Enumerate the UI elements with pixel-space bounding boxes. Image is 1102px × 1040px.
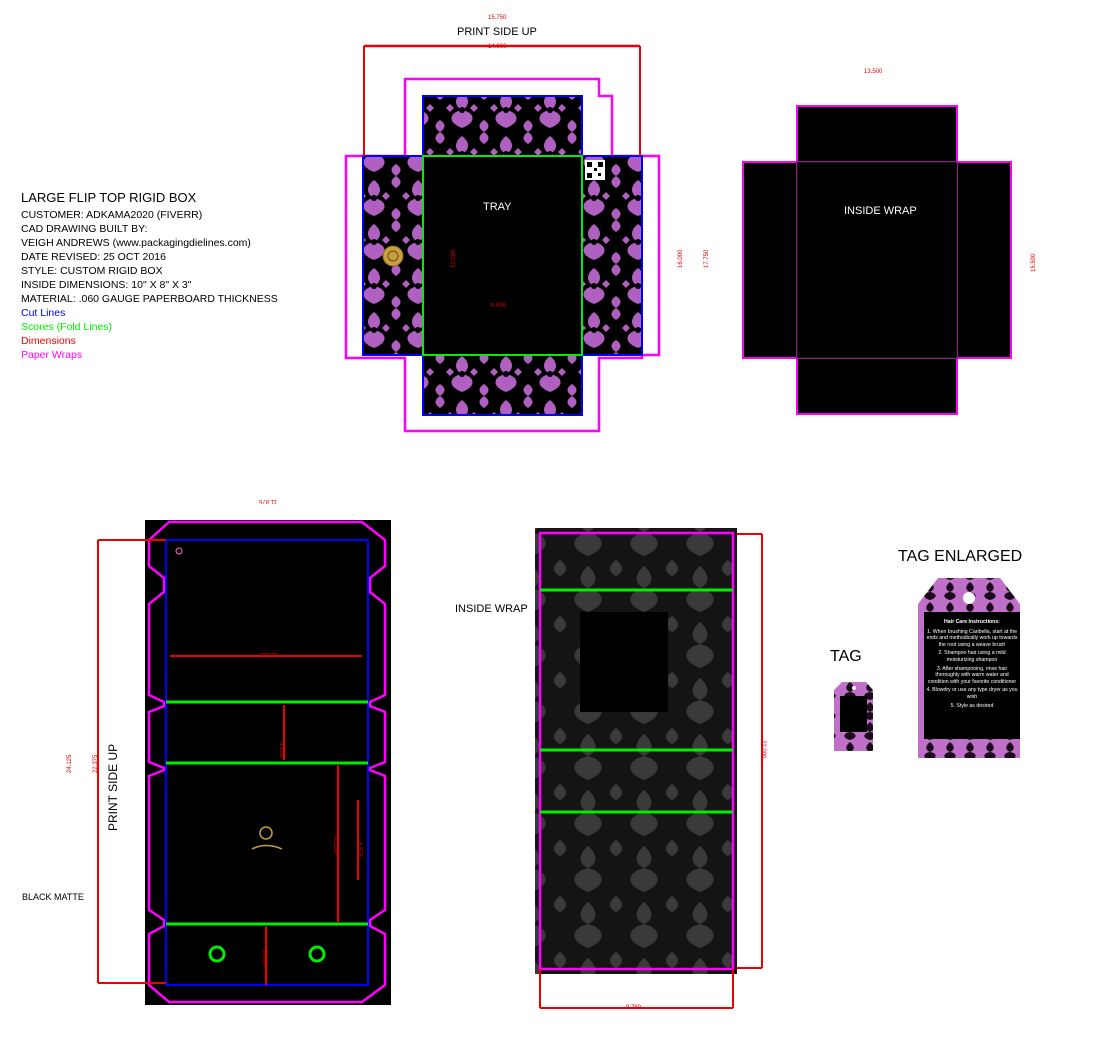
label-inside-wrap-top: INSIDE WRAP: [844, 205, 917, 217]
dim-tray-height-inner: 10.000: [451, 249, 457, 268]
drawing-title: LARGE FLIP TOP RIGID BOX: [21, 190, 197, 205]
dim-lid-flap: 3.125: [278, 742, 284, 758]
legend-dimensions: Dimensions: [21, 335, 76, 347]
gold-logo-icon: [251, 826, 283, 850]
legend-scores: Scores (Fold Lines): [21, 321, 113, 333]
about-text-box: [580, 612, 668, 712]
label-tag: TAG: [830, 648, 862, 665]
lid-dieline: [97, 520, 391, 1005]
dim-tray-height-a: 16.000: [678, 249, 684, 268]
dim-tray-outer-width: 15.750: [488, 15, 507, 21]
dim-lid-panel: 10.125: [332, 835, 338, 854]
wrap-top-flap: [796, 105, 958, 163]
legend-paper-wraps: Paper Wraps: [21, 349, 83, 361]
info-built-by: CAD DRAWING BUILT BY:: [21, 223, 148, 235]
magnet-circle-left: [208, 945, 226, 963]
info-dimensions: INSIDE DIMENSIONS: 10" X 8" X 3": [21, 279, 192, 291]
inside-wrap-bottom: [535, 528, 763, 1009]
dim-lid-side: 8.875: [356, 842, 362, 858]
tray-top-flap: [422, 95, 583, 157]
wrap-center: [796, 161, 958, 359]
magnet-circle-right: [308, 945, 326, 963]
tag-instructions: Hair Care Instructions: 1. When brushing…: [926, 619, 1018, 709]
lid-small-mark: [175, 547, 183, 555]
tag-step-3: 3. After shampooing, rinse hair thorough…: [927, 665, 1017, 685]
tray-bottom-flap: [422, 354, 583, 416]
dim-tray-height-b: 17.750: [704, 249, 710, 268]
legend-cut-lines: Cut Lines: [21, 307, 66, 319]
tag-enlarged: [918, 578, 1020, 758]
dim-lid-inner-width: 10.125: [260, 651, 279, 657]
label-tray: TRAY: [483, 201, 512, 213]
tray-wrap-outline: [344, 77, 661, 433]
tag-step-2: 2. Shampoo hair using a mild moisturizin…: [938, 650, 1006, 663]
wrap-left-flap: [742, 161, 798, 359]
lid-wrap-outline: [147, 520, 387, 1004]
tag-step-1: 1. When brushing Caribella, start at the…: [926, 628, 1018, 648]
dim-lid-wrap-height: 22.000: [760, 740, 766, 759]
label-print-side-up-left: PRINT SIDE UP: [106, 743, 120, 831]
tray-base-panel: [422, 155, 583, 356]
info-style: STYLE: CUSTOM RIGID BOX: [21, 265, 163, 277]
tray-dieline: [344, 44, 661, 433]
label-tag-enlarged: TAG ENLARGED: [898, 548, 1023, 565]
dim-tray-inner-width: 14.000: [488, 44, 507, 50]
info-date: DATE REVISED: 25 OCT 2016: [21, 251, 166, 263]
dim-wrap-height: 15.500: [1031, 253, 1037, 272]
tag-heading: Hair Care Instructions:: [944, 619, 1000, 625]
wrap-right-flap: [956, 161, 1012, 359]
dim-wrap-width: 13.500: [864, 69, 883, 75]
tag-step-4: 4. Blowdry or use any type dryer as you …: [926, 687, 1018, 700]
dim-lid-width: 11.875: [259, 498, 277, 504]
wrap-bottom-flap: [796, 357, 958, 415]
label-inside-wrap-bottom: INSIDE WRAP: [455, 603, 528, 615]
inside-wrap-top: [742, 105, 1012, 415]
label-print-side-up-top: PRINT SIDE UP: [457, 26, 537, 38]
info-material: MATERIAL: .060 GAUGE PAPERBOARD THICKNES…: [21, 293, 278, 305]
tag-small: [834, 682, 873, 751]
info-customer: CUSTOMER: ADKAMA2020 (FIVERR): [21, 209, 203, 221]
dim-lid-height-a: 22.375: [93, 754, 99, 773]
dim-lid-bottom: 2.000: [261, 950, 267, 966]
label-black-matte: BLACK MATTE: [22, 892, 84, 902]
drawing-info-block: LARGE FLIP TOP RIGID BOX CUSTOMER: ADKAM…: [21, 190, 278, 362]
dim-lid-height-b: 24.125: [67, 754, 73, 773]
lid-cut-outline: [165, 539, 369, 986]
info-builder: VEIGH ANDREWS (www.packagingdielines.com…: [21, 237, 251, 249]
tray-right-flap: [581, 155, 643, 356]
dim-tray-width-inner: 8.000: [491, 303, 507, 309]
qr-code-icon: [585, 160, 605, 180]
gold-seal-icon: [382, 245, 404, 267]
tag-step-5: 5. Style as desired: [950, 702, 994, 709]
dim-lid-wrap-width: 9.750: [626, 1005, 642, 1011]
